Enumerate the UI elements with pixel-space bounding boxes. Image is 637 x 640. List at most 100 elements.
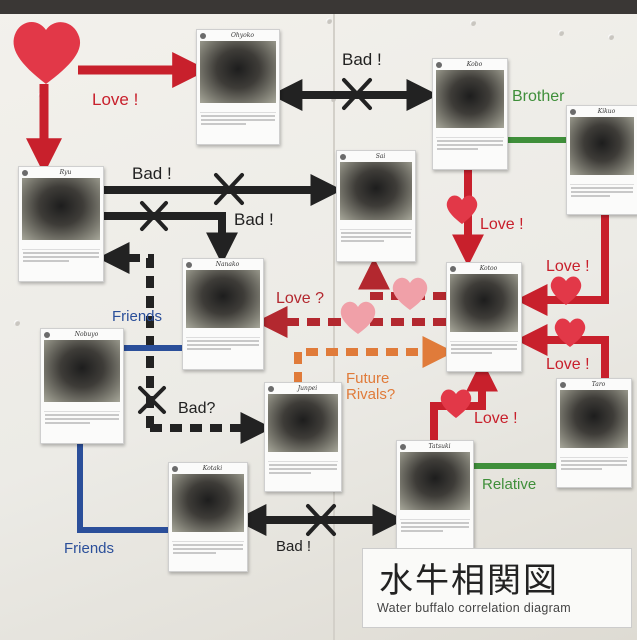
avatar (200, 32, 206, 39)
cross-icon (214, 173, 244, 205)
avatar (450, 265, 456, 272)
social-icons (186, 330, 260, 338)
avatar (22, 169, 28, 176)
buffalo-photo (436, 70, 504, 128)
panel-seam (333, 14, 335, 640)
link-love-right-top (515, 215, 609, 316)
social-icons (172, 534, 244, 542)
profile-card: Nobuyo (40, 328, 124, 444)
card-name: Nobuyo (74, 331, 99, 338)
card-name: Ohyoko (230, 32, 255, 39)
profile-card: Nanako (182, 258, 264, 370)
profile-card: Ryu (18, 166, 104, 282)
card-name: Ryu (59, 169, 72, 176)
social-icons (200, 105, 276, 113)
social-icons (400, 512, 470, 520)
social-icons (44, 404, 120, 412)
buffalo-photo (172, 474, 244, 532)
label-friends: Friends (112, 308, 163, 325)
social-icons (22, 242, 100, 250)
heart-icon (13, 21, 81, 84)
buffalo-photo (400, 452, 470, 510)
buffalo-photo (340, 162, 412, 220)
profile-card: Tatsuki (396, 440, 474, 550)
cross-icon (306, 504, 336, 536)
label-brother: Brother (512, 88, 565, 105)
social-icons (450, 334, 518, 342)
label-rivals: Rivals? (346, 386, 396, 403)
diagram-title-box: 水牛相関図 Water buffalo correlation diagram (362, 548, 632, 628)
label-relative: Relative (482, 476, 537, 493)
avatar (268, 385, 274, 392)
profile-card: Junpei (264, 382, 342, 492)
rivet (326, 18, 332, 24)
avatar (172, 465, 178, 472)
buffalo-photo (44, 340, 120, 402)
cross-icon (138, 386, 166, 414)
link-love-right-mid (515, 324, 609, 378)
avatar (340, 153, 346, 160)
social-icons (560, 450, 628, 458)
profile-card: Kikuo (566, 105, 637, 215)
profile-card: Sai (336, 150, 416, 262)
card-name: Sai (375, 153, 386, 160)
rivet (470, 20, 476, 26)
card-name: Junpei (297, 385, 318, 392)
profile-card: Kobo (432, 58, 508, 170)
buffalo-photo (450, 274, 518, 332)
card-name: Tatsuki (428, 443, 451, 450)
heart-icon (392, 277, 428, 310)
label-love: Love ! (480, 216, 524, 233)
buffalo-photo (186, 270, 260, 328)
cross-icon (140, 201, 168, 231)
label-love: Love ! (546, 258, 590, 275)
social-icons (340, 222, 412, 230)
title-japanese: 水牛相関図 (379, 561, 559, 601)
label-love: Love ! (92, 90, 139, 109)
social-icons (268, 454, 338, 462)
social-icons (570, 177, 634, 185)
buffalo-photo (200, 41, 276, 103)
buffalo-photo (570, 117, 634, 175)
label-friends: Friends (64, 540, 115, 557)
avatar (400, 443, 406, 450)
profile-card: Kotaki (168, 462, 248, 572)
card-name: Nanako (215, 261, 240, 268)
cross-icon (342, 78, 372, 110)
profile-card: Ohyoko (196, 29, 280, 145)
rivet (608, 34, 614, 40)
card-name: Kobo (466, 61, 483, 68)
label-bad: Bad ! (276, 538, 312, 555)
card-name: Taro (591, 381, 606, 388)
link-future-rivals (294, 336, 455, 384)
card-name: Kotaki (202, 465, 223, 472)
label-love-question: Love ? (276, 290, 325, 307)
buffalo-photo (268, 394, 338, 452)
label-future: Future (346, 370, 390, 387)
heart-icon (550, 276, 582, 305)
heart-icon (446, 195, 478, 224)
avatar (560, 381, 566, 388)
heart-icon (340, 301, 376, 334)
label-bad: Bad ! (342, 50, 382, 69)
profile-card: Kotoo (446, 262, 522, 372)
rivet (558, 30, 564, 36)
social-icons (436, 130, 504, 138)
profile-card: Taro (556, 378, 632, 488)
rivet (14, 320, 20, 326)
avatar (436, 61, 442, 68)
card-name: Kotoo (479, 265, 498, 272)
link-friends-blue (77, 442, 168, 533)
label-bad: Bad ! (234, 210, 274, 229)
avatar (186, 261, 192, 268)
buffalo-photo (560, 390, 628, 448)
label-bad-question: Bad? (178, 400, 216, 417)
label-love: Love ! (546, 356, 590, 373)
top-edge (0, 0, 637, 14)
label-bad: Bad ! (132, 164, 172, 183)
card-name: Kikuo (597, 108, 616, 115)
avatar (570, 108, 576, 115)
title-english: Water buffalo correlation diagram (377, 601, 572, 615)
